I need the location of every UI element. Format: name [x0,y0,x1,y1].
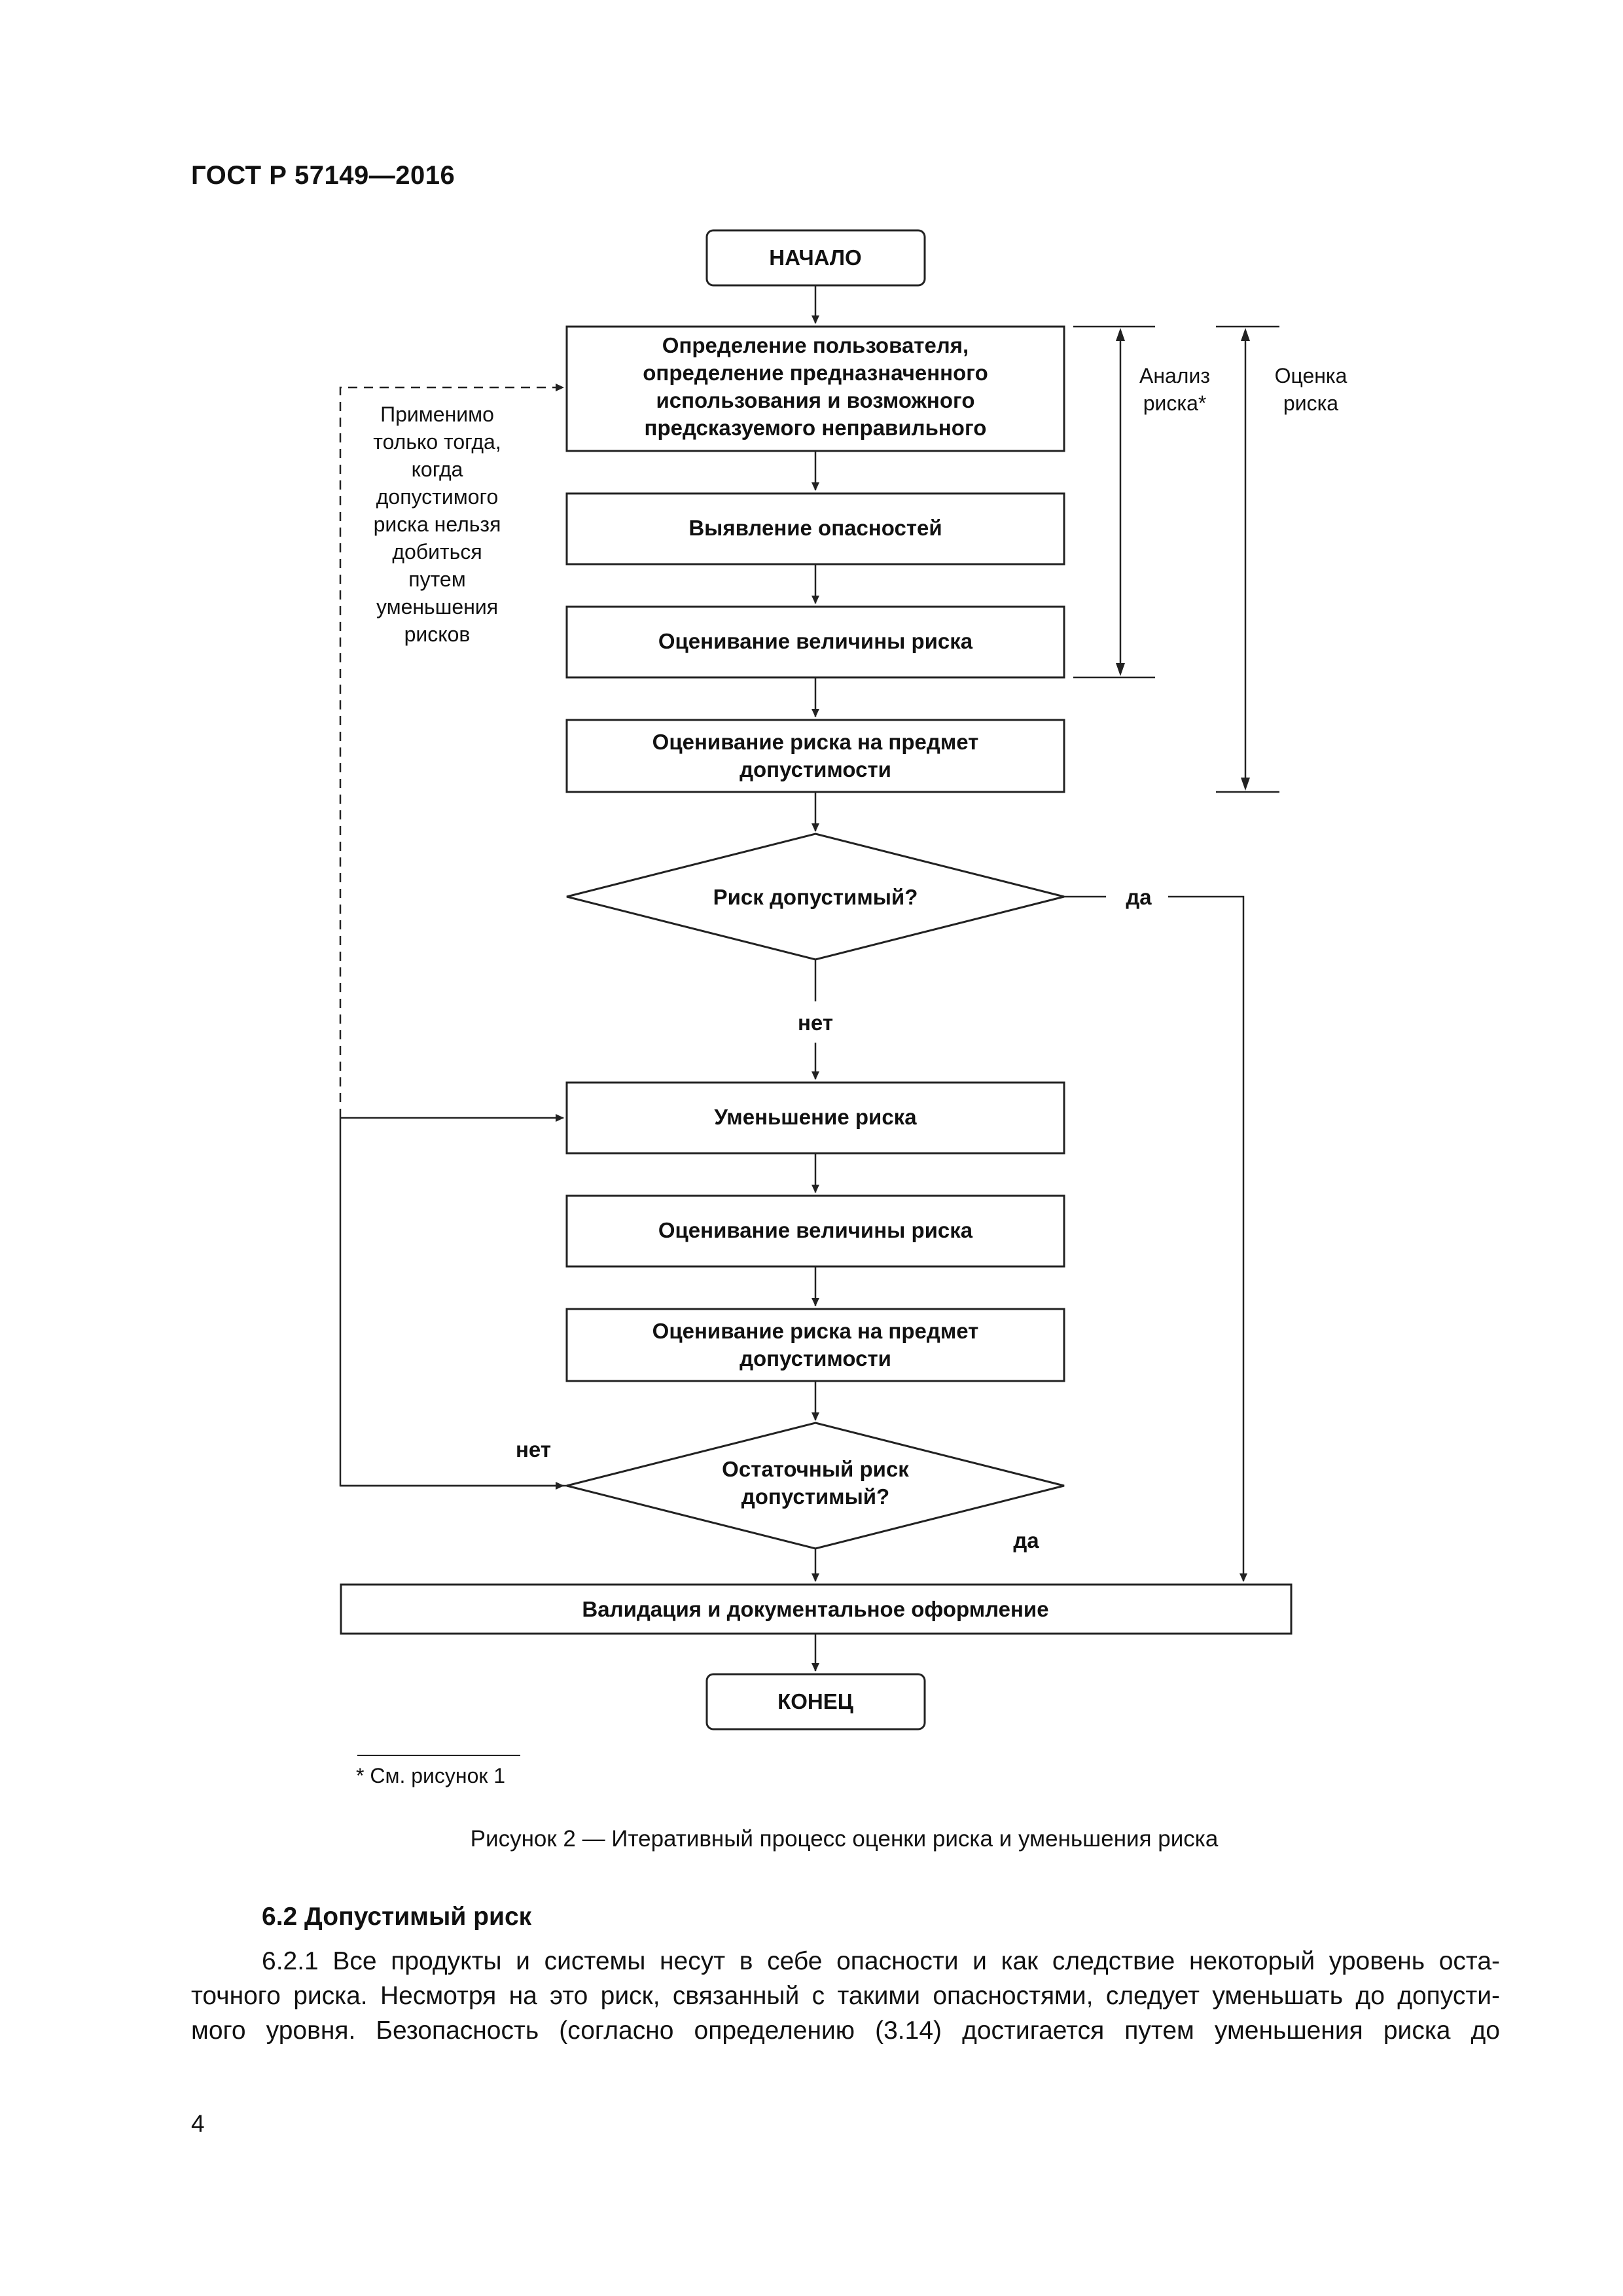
side-note-line1: Применимо [380,403,494,426]
side-note-line9: рисков [404,622,471,646]
figure-caption: Рисунок 2 — Итеративный процесс оценки р… [470,1826,1219,1852]
section-title: 6.2 Допустимый риск [262,1903,532,1931]
step-risk-evaluation-2-line2: допустимости [740,1346,891,1371]
paragraph: 6.2.1 Все продукты и системы несут в себ… [191,1944,1500,2048]
step-risk-evaluation-2-line1: Оценивание риска на предмет [652,1319,979,1343]
step-risk-evaluation-2-box [565,1308,1065,1382]
step-risk-reduction-label: Уменьшение риска [714,1105,917,1129]
step-hazard-identification-box [565,492,1065,565]
decision2-yes-label: да [1013,1528,1039,1552]
step-identify-use-line4: предсказуемого неправильного [645,416,987,440]
page-number: 4 [191,2110,205,2137]
decision2-no-label: нет [516,1437,551,1462]
paragraph-line-1: 6.2.1 Все продукты и системы несут в себ… [262,1947,1500,1975]
side-note-line3: когда [412,457,463,481]
bracket-assessment-line1: Оценка [1275,364,1347,387]
start-label: НАЧАЛО [769,245,861,270]
side-note-line8: уменьшения [376,595,498,619]
paragraph-line-2: точного риска. Несмотря на это риск, свя… [191,1982,1500,2010]
bracket-analysis-line1: Анализ [1139,364,1210,387]
step-risk-estimation-2-box [565,1194,1065,1268]
bracket-analysis-line2: риска* [1143,391,1207,415]
step-validation-documentation-label: Валидация и документальное оформление [582,1597,1048,1621]
figure-footnote: * См. рисунок 1 [356,1764,505,1787]
step-risk-evaluation-line1: Оценивание риска на предмет [652,730,979,754]
decision1-yes-label: да [1126,885,1152,909]
step-risk-estimation-2-label: Оценивание величины риска [658,1218,973,1242]
step-identify-use-line1: Определение пользователя, [662,333,969,357]
step-risk-evaluation-line2: допустимости [740,757,891,781]
end-terminal [705,1673,926,1731]
decision-residual-risk-line1: Остаточный риск [722,1457,909,1481]
bracket-assessment-line2: риска [1283,391,1338,415]
paragraph-line-3: мого уровня. Безопасность (согласно опре… [191,2017,1500,2045]
decision-risk-acceptable-label: Риск допустимый? [713,885,918,909]
side-note-line5: риска нельзя [374,512,501,536]
side-note-line7: путем [408,567,465,591]
decision1-no-label: нет [798,1011,833,1035]
step-risk-estimation-label: Оценивание величины риска [658,629,973,653]
step-identify-use-line3: использования и возможного [656,388,974,412]
side-note-line4: допустимого [376,485,499,509]
decision-residual-risk-line2: допустимый? [741,1484,889,1509]
step-risk-evaluation-box [565,719,1065,793]
step-hazard-identification-label: Выявление опасностей [688,516,942,540]
side-note-line2: только тогда, [373,430,501,454]
side-note-line6: добиться [392,540,482,564]
step-risk-reduction-box [565,1081,1065,1155]
end-label: КОНЕЦ [777,1689,853,1713]
step-validation-documentation-box [340,1583,1293,1635]
step-identify-use-line2: определение предназначенного [643,361,988,385]
document-code: ГОСТ Р 57149—2016 [191,161,455,190]
risk-assessment-flowchart: НАЧАЛО Определение пользователя, определ… [339,229,1347,1787]
